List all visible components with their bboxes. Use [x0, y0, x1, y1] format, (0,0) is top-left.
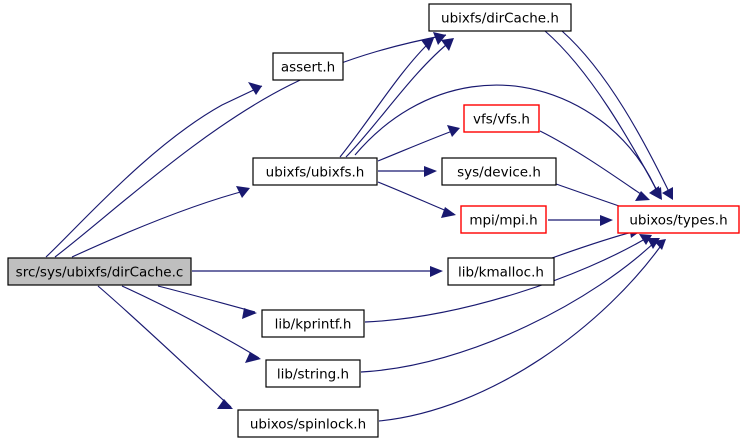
edge-root-to-dircache [54, 34, 447, 258]
edge-spinlock-to-types [378, 239, 666, 422]
arrowhead-ubixfs [236, 186, 250, 198]
node-vfs-vfs-h-label: vfs/vfs.h [473, 112, 530, 128]
edge-kprintf-to-types [364, 235, 651, 323]
edge-root-to-ubixfs [71, 189, 249, 258]
node-root[interactable]: src/sys/ubixfs/dirCache.c [7, 257, 192, 286]
arrowhead-types-from-spinlock [654, 239, 666, 250]
arrowhead-assert [248, 82, 262, 95]
arrowhead-kmalloc [430, 266, 443, 277]
edge-dircache-to-types-alt [561, 30, 673, 199]
node-layer: src/sys/ubixfs/dirCache.c ubixfs/dirCach… [7, 3, 740, 438]
arrowhead-types-from-kprintf [639, 234, 652, 245]
edge-ubixfs-to-vfs [377, 128, 459, 162]
node-lib-kmalloc-h-label: lib/kmalloc.h [458, 265, 544, 281]
node-ubixfs-ubixfs-h-label: ubixfs/ubixfs.h [266, 165, 365, 181]
node-lib-string-h-label: lib/string.h [277, 367, 349, 383]
arrowhead-types-from-mpi [600, 215, 613, 226]
edge-ubixfs-to-mpi [377, 181, 455, 215]
edge-bundle-top-to-types [354, 84, 660, 198]
arrowhead-types-from-bundle [649, 186, 660, 199]
edge-root-to-string [121, 285, 260, 359]
arrowhead-dircache-right-alt [441, 38, 454, 51]
node-ubixos-spinlock-h[interactable]: ubixos/spinlock.h [237, 409, 379, 438]
edge-ubixfs-to-dircache [339, 39, 433, 158]
node-ubixfs-ubixfs-h[interactable]: ubixfs/ubixfs.h [252, 157, 378, 186]
node-mpi-mpi-h[interactable]: mpi/mpi.h [460, 205, 547, 234]
arrowhead-string [245, 352, 261, 363]
edge-root-to-kprintf [157, 285, 256, 313]
edge-vfs-to-types [539, 130, 649, 200]
arrowhead-types-from-vfs [635, 191, 650, 201]
node-lib-kmalloc-h[interactable]: lib/kmalloc.h [447, 257, 555, 286]
node-root-label: src/sys/ubixfs/dirCache.c [16, 265, 184, 281]
arrowhead-spinlock [217, 399, 233, 409]
edge-root-to-assert [45, 85, 263, 258]
arrowhead-device [424, 166, 437, 177]
node-sys-device-h[interactable]: sys/device.h [441, 157, 557, 186]
node-assert-h-label: assert.h [281, 60, 335, 76]
node-ubixos-types-h[interactable]: ubixos/types.h [617, 205, 740, 234]
node-lib-kprintf-h[interactable]: lib/kprintf.h [261, 309, 365, 338]
arrowhead-dircache-right [421, 38, 434, 51]
arrowhead-kprintf [242, 308, 257, 319]
node-ubixfs-dircache-h-label: ubixfs/dirCache.h [441, 11, 559, 27]
arrowhead-vfs [447, 125, 460, 137]
edge-root-to-spinlock [97, 285, 232, 408]
arrowhead-dircache-left [433, 32, 446, 45]
node-mpi-mpi-h-label: mpi/mpi.h [469, 213, 537, 229]
node-lib-string-h[interactable]: lib/string.h [265, 359, 361, 388]
edge-ubixfs-to-dircache-alt [345, 39, 453, 158]
edge-kmalloc-to-types [551, 229, 641, 259]
node-ubixfs-dircache-h[interactable]: ubixfs/dirCache.h [428, 3, 572, 32]
node-sys-device-h-label: sys/device.h [457, 165, 541, 181]
arrowhead-types-from-dircache-alt [662, 187, 673, 200]
edge-string-to-types [360, 238, 659, 373]
arrowhead-mpi [441, 207, 456, 218]
edge-dircache-to-types [544, 30, 662, 199]
node-ubixos-spinlock-h-label: ubixos/spinlock.h [250, 417, 366, 433]
node-vfs-vfs-h[interactable]: vfs/vfs.h [463, 104, 540, 133]
node-assert-h[interactable]: assert.h [272, 52, 344, 81]
node-ubixos-types-h-label: ubixos/types.h [629, 213, 727, 229]
node-lib-kprintf-h-label: lib/kprintf.h [275, 317, 352, 333]
